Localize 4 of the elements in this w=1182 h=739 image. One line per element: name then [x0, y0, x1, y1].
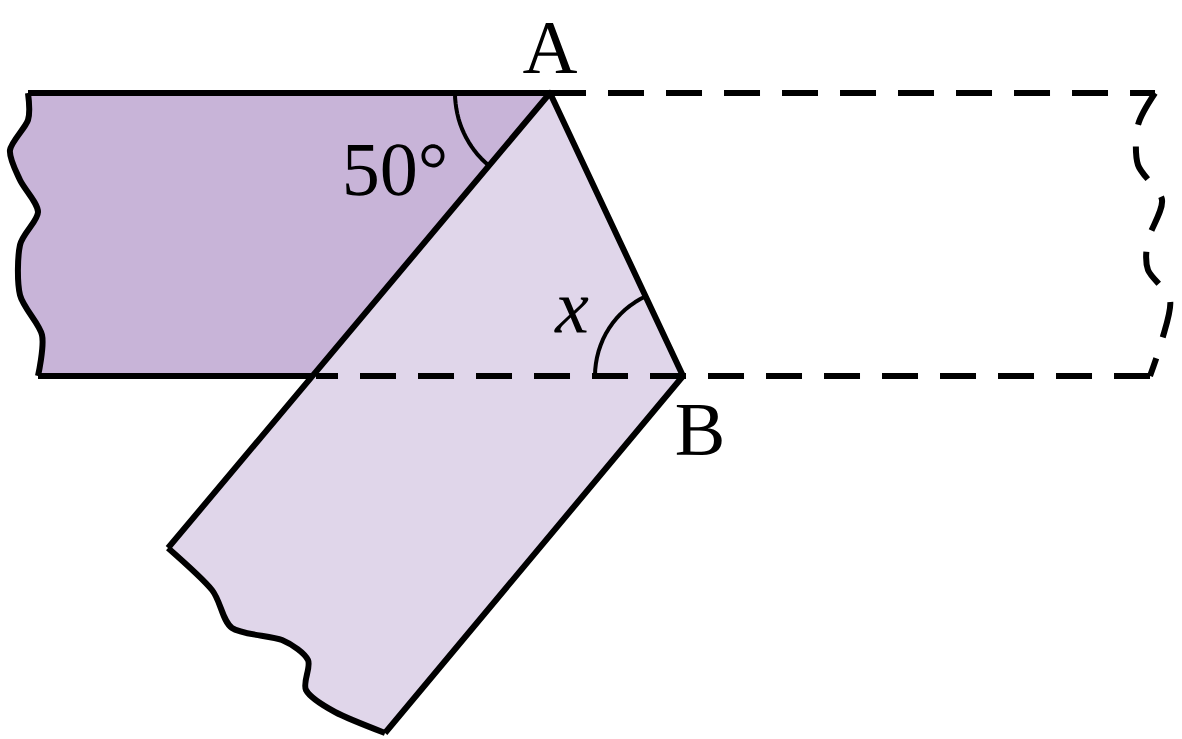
- angle-label: 50°: [346, 144, 445, 196]
- point-label: B: [676, 405, 722, 455]
- point-label: A: [523, 22, 577, 74]
- angle-label: x: [554, 297, 589, 333]
